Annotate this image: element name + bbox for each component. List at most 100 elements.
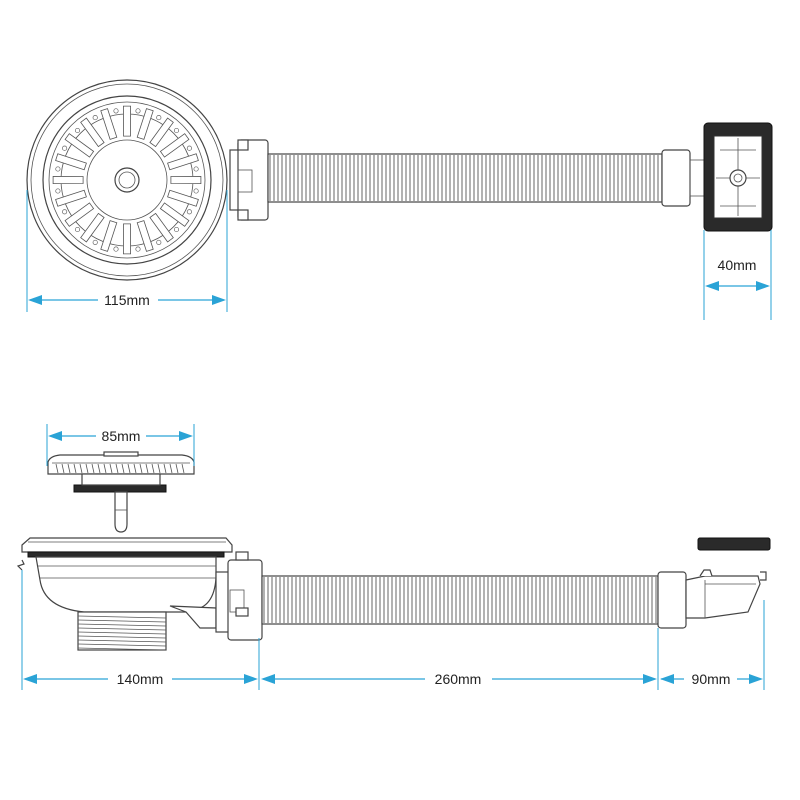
hose-top-ribs — [269, 155, 659, 201]
hose-end-connector-top — [661, 149, 705, 207]
strainer-hole — [74, 127, 81, 134]
strainer-slot — [64, 133, 95, 158]
basket-rib — [103, 463, 107, 474]
basket-rib — [67, 463, 71, 474]
strainer-hole — [135, 246, 141, 252]
hose-side-ribs — [263, 577, 657, 623]
basket-rib — [133, 463, 137, 474]
strainer-connector-top — [229, 139, 269, 221]
thread-line — [77, 627, 167, 631]
strainer-slot — [149, 212, 174, 243]
strainer-hole — [135, 108, 141, 114]
strainer-hole — [62, 145, 68, 151]
strainer-slot — [55, 189, 87, 207]
strainer-body-side — [16, 537, 233, 651]
strainer-hole — [92, 239, 98, 245]
strainer-slot — [52, 175, 84, 185]
basket-rib — [127, 463, 131, 474]
basket-rib — [61, 463, 65, 474]
strainer-hole — [186, 145, 192, 151]
strainer-slot — [170, 175, 202, 185]
strainer-hole — [55, 188, 61, 194]
thread-line — [77, 623, 167, 627]
basket-ribs — [55, 463, 185, 474]
strainer-slot — [122, 105, 132, 137]
basket-rib — [163, 463, 167, 474]
dimension-label-40: 40mm — [718, 257, 757, 273]
dimension-115: 115mm — [26, 190, 228, 312]
thread-line — [77, 643, 167, 647]
basket-rib — [109, 463, 113, 474]
overflow-top-view — [703, 122, 773, 232]
thread-line — [77, 631, 167, 635]
strainer-hole — [113, 108, 119, 114]
dimension-label-115: 115mm — [104, 292, 150, 308]
dimension-90: 90mm — [660, 600, 765, 690]
thread-lines — [77, 615, 167, 651]
thread-line — [77, 619, 167, 623]
dimension-label-260: 260mm — [435, 671, 482, 687]
strainer-hole — [193, 166, 199, 172]
strainer-hole — [156, 115, 162, 121]
top-view: 115mm 40mm — [26, 79, 773, 320]
strainer-slot — [122, 223, 132, 255]
dimension-label-85: 85mm — [102, 428, 141, 444]
strainer-hole — [156, 239, 162, 245]
strainer-slot — [149, 117, 174, 148]
strainer-top-view — [26, 79, 228, 281]
basket-rib — [73, 463, 77, 474]
dimension-40: 40mm — [703, 230, 772, 320]
basket-rib — [145, 463, 149, 474]
strainer-connector-side — [215, 551, 263, 641]
basket-rib — [151, 463, 155, 474]
thread-line — [77, 615, 167, 619]
strainer-slot — [64, 202, 95, 227]
strainer-hole — [62, 209, 68, 215]
basket-side-view — [47, 451, 195, 533]
strainer-slot — [100, 108, 118, 140]
strainer-hole — [74, 226, 81, 233]
thread-line — [77, 635, 167, 639]
strainer-slot — [136, 108, 154, 140]
basket-rib — [79, 463, 83, 474]
thread-line — [77, 639, 167, 643]
basket-rib — [97, 463, 101, 474]
basket-rib — [181, 463, 185, 474]
strainer-hole — [173, 226, 180, 233]
basket-rib — [139, 463, 143, 474]
strainer-hole — [186, 209, 192, 215]
strainer-slot — [80, 212, 105, 243]
strainer-slot — [55, 153, 87, 171]
strainer-hole — [113, 246, 119, 252]
hose-top-view — [267, 153, 663, 203]
dimension-140: 140mm — [21, 570, 260, 690]
dimension-260: 260mm — [261, 628, 659, 690]
basket-rib — [55, 463, 59, 474]
strainer-hole — [92, 115, 98, 121]
dimension-85: 85mm — [46, 424, 195, 466]
basket-rib — [91, 463, 95, 474]
strainer-slot — [100, 220, 118, 252]
side-view: 85mm 140mm 260mm 90mm — [16, 424, 771, 690]
dimension-label-90: 90mm — [692, 671, 731, 687]
strainer-hole — [193, 188, 199, 194]
strainer-slot — [159, 133, 190, 158]
basket-rib — [169, 463, 173, 474]
strainer-slot — [167, 153, 199, 171]
basket-rib — [157, 463, 161, 474]
hose-side-view — [261, 575, 659, 625]
basket-rib — [85, 463, 89, 474]
strainer-slot — [136, 220, 154, 252]
basket-rib — [175, 463, 179, 474]
strainer-slot — [167, 189, 199, 207]
thread-line — [77, 647, 167, 651]
strainer-slot — [159, 202, 190, 227]
strainer-slot — [80, 117, 105, 148]
strainer-hole — [173, 127, 180, 134]
basket-rib — [121, 463, 125, 474]
strainer-slots — [52, 105, 202, 255]
basket-rib — [115, 463, 119, 474]
overflow-side-view — [657, 537, 771, 629]
